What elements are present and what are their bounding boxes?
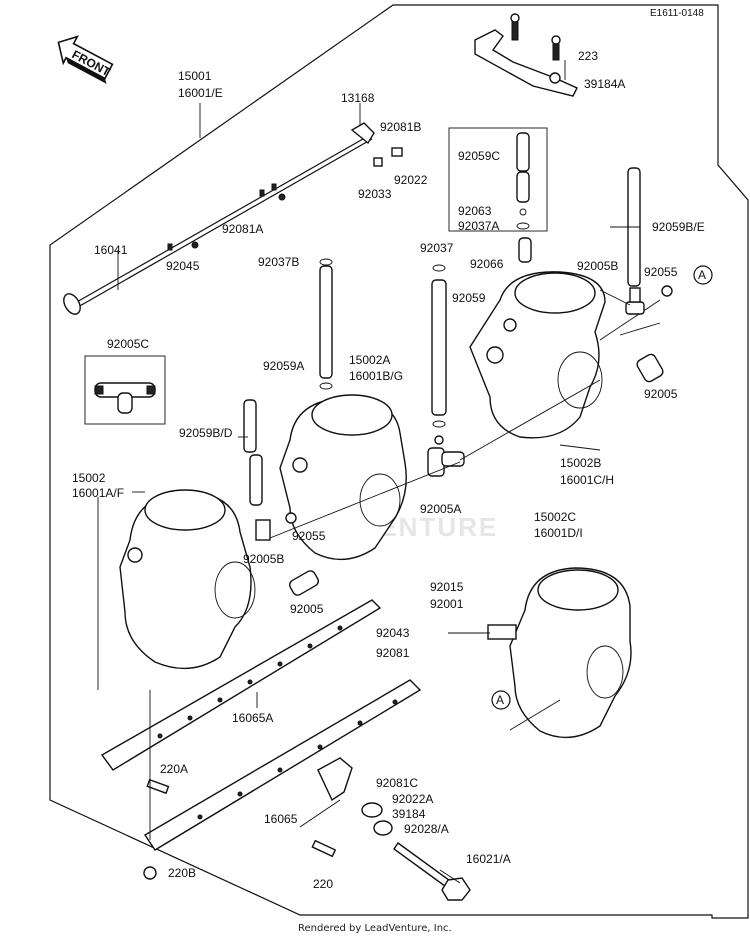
label-92005a: 92005A bbox=[420, 502, 461, 516]
label-16021-a: 16021/A bbox=[466, 852, 511, 866]
fuel-fittings bbox=[255, 285, 673, 596]
assembly-boundary bbox=[49, 4, 749, 919]
label-223: 223 bbox=[578, 49, 598, 63]
screws-220 bbox=[143, 778, 337, 880]
holding-plate-16065 bbox=[144, 679, 422, 851]
label-39184: 39184 bbox=[392, 807, 426, 821]
label-16001c-h: 16001C/H bbox=[560, 473, 614, 487]
label-92059a: 92059A bbox=[263, 359, 304, 373]
label-16001b-g: 16001B/G bbox=[349, 369, 403, 383]
leader-lines bbox=[97, 60, 640, 884]
svg-text:A: A bbox=[496, 693, 504, 707]
label-16001-e: 16001/E bbox=[178, 86, 223, 100]
bracket-39184-bolt-16021a bbox=[317, 757, 471, 901]
label-92037a: 92037A bbox=[458, 219, 499, 233]
label-16065: 16065 bbox=[264, 812, 298, 826]
svg-text:A: A bbox=[698, 268, 706, 282]
carburetor-15002a bbox=[279, 394, 407, 561]
bracket-39184a bbox=[474, 13, 578, 97]
label-92081: 92081 bbox=[376, 646, 410, 660]
label-92022: 92022 bbox=[394, 173, 428, 187]
carburetor-15002 bbox=[119, 489, 256, 670]
label-220b: 220B bbox=[168, 866, 196, 880]
label-92081c: 92081C bbox=[376, 776, 418, 790]
holding-plate-16065a bbox=[100, 599, 382, 771]
label-92015: 92015 bbox=[430, 580, 464, 594]
label-13168: 13168 bbox=[341, 91, 375, 105]
label-92037: 92037 bbox=[420, 241, 454, 255]
label-92081b: 92081B bbox=[380, 120, 421, 134]
label-92005b-left: 92005B bbox=[243, 552, 284, 566]
label-15002c: 15002C bbox=[534, 510, 576, 524]
label-92063: 92063 bbox=[458, 204, 492, 218]
label-92005-right: 92005 bbox=[644, 387, 678, 401]
tee-fitting-92005c bbox=[84, 355, 166, 425]
callout-a-lower: A bbox=[491, 690, 511, 710]
label-92045: 92045 bbox=[166, 259, 200, 273]
throttle-shaft-16041 bbox=[63, 134, 373, 315]
label-92055-left: 92055 bbox=[292, 529, 326, 543]
label-92005c: 92005C bbox=[107, 337, 149, 351]
label-92059: 92059 bbox=[452, 291, 486, 305]
tube-set-box-92059c bbox=[448, 127, 548, 263]
label-92043: 92043 bbox=[376, 626, 410, 640]
callout-a-right: A bbox=[693, 265, 713, 285]
label-92037b: 92037B bbox=[258, 255, 299, 269]
label-39184a: 39184A bbox=[584, 77, 625, 91]
label-92066: 92066 bbox=[470, 257, 504, 271]
label-220: 220 bbox=[313, 877, 333, 891]
label-15001: 15001 bbox=[178, 69, 212, 83]
tube-92059 bbox=[431, 264, 447, 428]
label-92022a: 92022A bbox=[392, 792, 433, 806]
part-labels: 15001 16001/E 13168 92081B 92022 92033 9… bbox=[72, 49, 705, 891]
label-15002b: 15002B bbox=[560, 456, 601, 470]
label-92059c: 92059C bbox=[458, 149, 500, 163]
label-92033: 92033 bbox=[358, 187, 392, 201]
label-15002a: 15002A bbox=[349, 353, 390, 367]
label-92005-left: 92005 bbox=[290, 602, 324, 616]
label-220a: 220A bbox=[160, 762, 188, 776]
label-16065a: 16065A bbox=[232, 711, 273, 725]
tube-92059b-d bbox=[243, 399, 263, 506]
label-92001: 92001 bbox=[430, 597, 464, 611]
tube-92059a bbox=[319, 258, 333, 390]
front-arrow-icon: FRONT bbox=[57, 35, 114, 84]
label-16001d-i: 16001D/I bbox=[534, 526, 583, 540]
label-92055-right: 92055 bbox=[644, 265, 678, 279]
label-92005b-right: 92005B bbox=[577, 259, 618, 273]
label-16001a-f: 16001A/F bbox=[72, 486, 124, 500]
footer-credit: Rendered by LeadVenture, Inc. bbox=[298, 923, 452, 934]
label-92028-a: 92028/A bbox=[404, 822, 449, 836]
label-92059b-d: 92059B/D bbox=[179, 426, 233, 440]
carburetor-15002c bbox=[487, 567, 632, 739]
diagram-reference-code: E1611-0148 bbox=[650, 8, 704, 19]
label-92059b-e: 92059B/E bbox=[652, 220, 705, 234]
label-92081a: 92081A bbox=[222, 222, 263, 236]
label-16041: 16041 bbox=[94, 243, 128, 257]
label-15002: 15002 bbox=[72, 471, 106, 485]
